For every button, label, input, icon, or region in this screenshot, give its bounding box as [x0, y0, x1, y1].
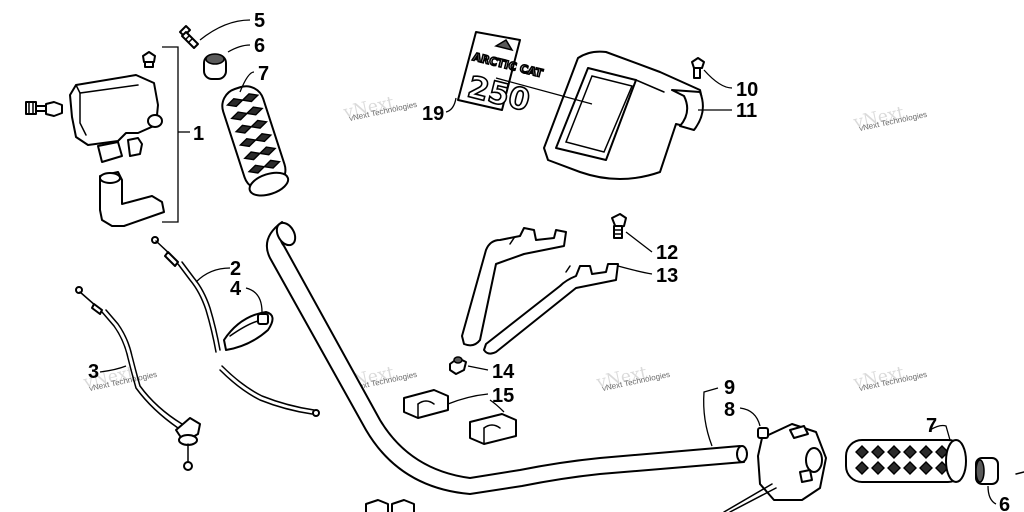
callout-12: 12: [656, 242, 678, 264]
part-14-nut: [449, 356, 467, 375]
part-4-cable-strap: [223, 311, 274, 351]
decal-model: 250: [464, 70, 533, 119]
callout-4: 4: [230, 278, 242, 300]
callout-8: 8: [724, 399, 735, 421]
callout-14: 14: [492, 361, 515, 383]
callout-19: 19: [422, 103, 444, 125]
part-11-pod-cover: [543, 50, 704, 180]
callout-6-top: 6: [254, 35, 265, 57]
part-13-pod-bracket: [461, 227, 619, 355]
watermark-1: vNext vNext Technologies: [341, 93, 418, 123]
callout-7-right: 7: [926, 415, 937, 437]
watermark-7: vNext vNext Technologies: [851, 363, 928, 393]
part-15-bar-clamp-lower: [469, 413, 517, 445]
part-1-throttle-housing: [25, 51, 165, 227]
callout-3: 3: [88, 361, 99, 383]
callout-7-left: 7: [258, 63, 269, 85]
part-19-decal: ARCTIC CAT 250: [457, 31, 545, 120]
callout-6-bottom: 6: [999, 494, 1010, 512]
part-8-switch-housing: [723, 423, 827, 512]
part-15-bar-clamp-upper: [403, 389, 449, 419]
part-7-grip-left: [221, 85, 290, 197]
callout-5: 5: [254, 10, 265, 32]
callout-2: 2: [230, 258, 241, 280]
watermark-6: vNext vNext Technologies: [594, 363, 671, 393]
part-9-handlebar: [266, 221, 748, 495]
watermark-3: vNext vNext Technologies: [851, 103, 928, 133]
callout-1: 1: [193, 123, 204, 145]
callout-1-bracket: [162, 46, 179, 223]
part-15-bar-clamp-partial: [365, 499, 415, 512]
part-7-grip-right: [845, 439, 967, 483]
housing-bolt: [25, 101, 63, 117]
callout-9: 9: [724, 377, 735, 399]
part-3-brake-cable: [75, 286, 201, 471]
part-6-bar-end-plug: [203, 53, 227, 80]
callout-15: 15: [492, 385, 514, 407]
callout-11: 11: [736, 100, 757, 122]
part-6-bar-end-plug-right: [975, 457, 999, 485]
callout-10: 10: [736, 79, 758, 101]
part-12-bolt: [611, 213, 627, 239]
part-2-throttle-cable: [151, 236, 320, 417]
part-10-screw: [691, 57, 705, 79]
callout-13: 13: [656, 265, 678, 287]
part-5-screw: [179, 25, 199, 49]
